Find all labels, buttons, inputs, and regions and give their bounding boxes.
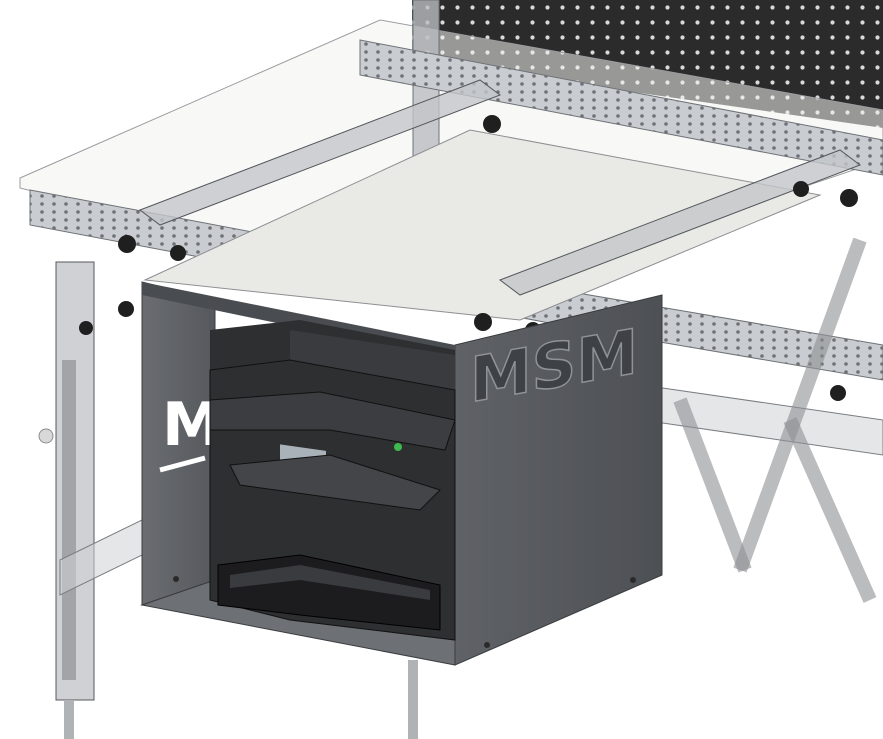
bolts [79,115,858,401]
printer-shelf [143,129,822,321]
printer [209,320,456,641]
front-left-leg [55,261,95,739]
support-foot [408,660,418,739]
knob-icon [38,428,54,444]
status-light-icon [394,443,402,451]
rear-rail [359,39,883,176]
cross-rails [138,79,862,296]
enclosure-rivets [173,576,636,648]
